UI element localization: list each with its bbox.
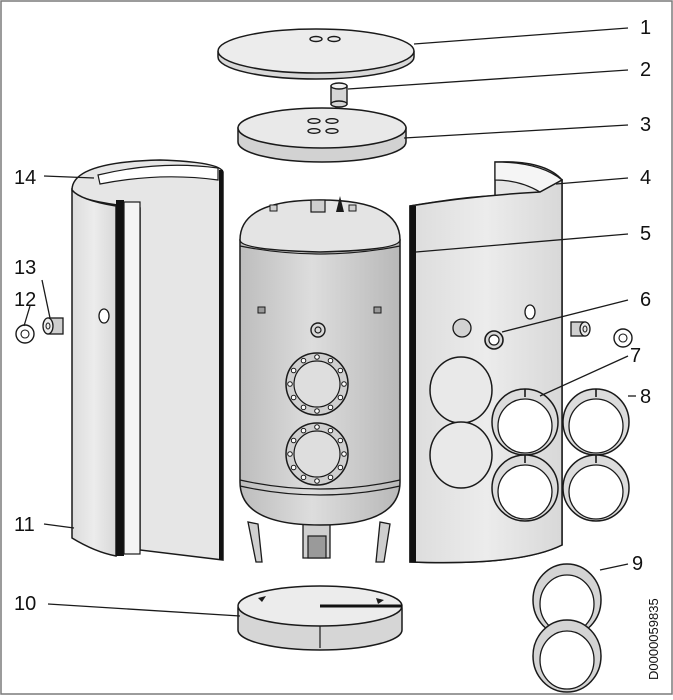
top-cover-disc (217, 28, 415, 80)
flange-bolt (314, 478, 320, 484)
flange-bolt (337, 367, 344, 374)
slit-ring (491, 388, 559, 456)
leader-line (43, 175, 95, 179)
leader-line (43, 523, 75, 529)
flange-bolt (290, 437, 297, 444)
document-id: D0000059835 (646, 598, 661, 680)
callout-4: 4 (640, 167, 651, 189)
flange-bolt (341, 381, 347, 387)
left-sleeve (42, 317, 64, 335)
flange-bolt (290, 394, 297, 401)
leader-line (539, 355, 629, 397)
callout-11: 11 (14, 514, 35, 536)
flange-bolts (287, 354, 347, 484)
slit-ring (562, 454, 630, 522)
flange-bolt (287, 381, 293, 387)
leader-line (347, 69, 629, 90)
slit-ring (491, 454, 559, 522)
callout-labels: 1 2 3 4 5 6 7 8 9 10 11 12 13 14 (14, 17, 651, 615)
leader-line (403, 124, 629, 139)
callout-8: 8 (640, 386, 651, 408)
flange-bolt (327, 357, 334, 364)
sleeve (330, 82, 348, 108)
leader-line (47, 603, 241, 617)
flange-bolt (327, 404, 334, 411)
callout-9: 9 (632, 553, 643, 575)
top-insulation-disc (237, 107, 407, 163)
flange-bolt (287, 451, 293, 457)
flange-bolt (300, 427, 307, 434)
leader-line (599, 563, 629, 571)
bottom-insulation-disc (237, 585, 403, 651)
leader-line (501, 299, 629, 333)
left-insulation-shell (71, 159, 224, 561)
flange-bolt (290, 464, 297, 471)
leader-line (413, 27, 629, 45)
callout-7: 7 (630, 345, 641, 367)
hot-water-cylinder (239, 196, 401, 563)
flange-bolt (327, 474, 334, 481)
callout-10: 10 (14, 593, 36, 615)
flange-bolt (314, 408, 320, 414)
leader-line (23, 305, 31, 327)
callout-1: 1 (640, 17, 651, 39)
leader-line (555, 177, 629, 185)
flange-bolt (290, 367, 297, 374)
flange-bolt (337, 394, 344, 401)
callout-2: 2 (640, 59, 651, 81)
flange-bolt (314, 424, 320, 430)
callout-13: 13 (14, 257, 36, 279)
leader-lines (23, 27, 636, 617)
leader-line (415, 233, 629, 253)
left-cap (15, 324, 35, 344)
insulation-disc-left-upper (429, 356, 493, 424)
flange-bolt (337, 437, 344, 444)
slit-ring (562, 388, 630, 456)
flange-bolt (327, 427, 334, 434)
flange-bolt (300, 404, 307, 411)
flange-bolt (341, 451, 347, 457)
right-cap (613, 328, 633, 348)
leader-line (41, 279, 51, 319)
flange-bolt (314, 354, 320, 360)
fitting-ring (484, 330, 504, 350)
slit-insulation-rings (491, 388, 630, 522)
callout-12: 12 (14, 289, 36, 311)
callout-6: 6 (640, 289, 651, 311)
flange-bolt (300, 357, 307, 364)
callout-5: 5 (640, 223, 651, 245)
right-small-sleeve (570, 321, 591, 337)
flange-bolt (300, 474, 307, 481)
flange-bolt (337, 464, 344, 471)
callout-3: 3 (640, 114, 651, 136)
callout-14: 14 (14, 167, 36, 189)
stacked-rings (532, 563, 602, 693)
insulation-disc-left-lower (429, 421, 493, 489)
